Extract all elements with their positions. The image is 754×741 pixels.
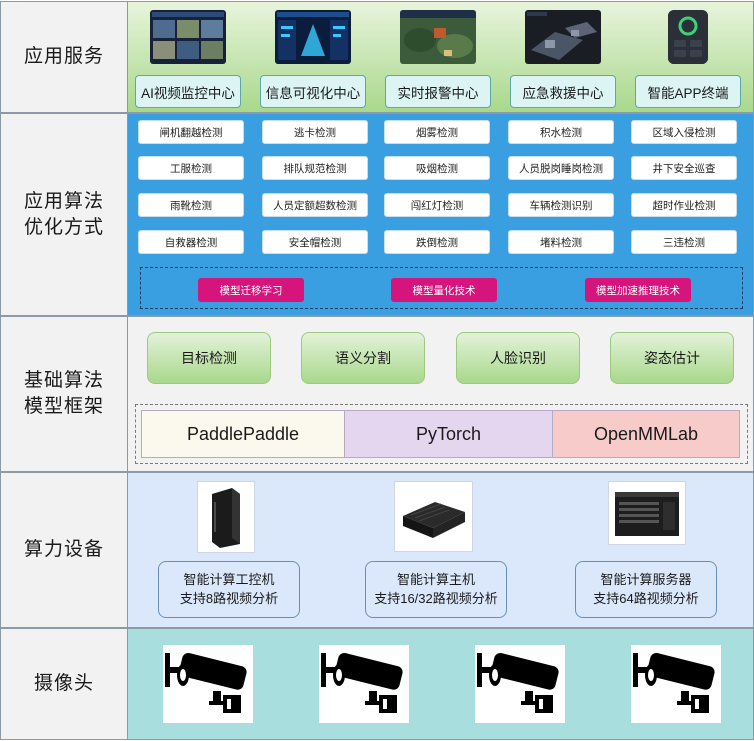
detection-item[interactable]: 安全帽检测 <box>262 230 368 254</box>
camera-icon <box>475 645 565 723</box>
detection-item[interactable]: 逃卡检测 <box>262 120 368 144</box>
optimization-button[interactable]: 模型迁移学习 <box>198 278 304 302</box>
service-button[interactable]: 实时报警中心 <box>385 75 491 108</box>
layer-label-base: 基础算法 模型框架 <box>1 317 128 471</box>
service-rescue[interactable]: 应急救援中心 <box>507 2 619 114</box>
device-industrial-pc[interactable]: 智能计算工控机 支持8路视频分析 <box>158 561 300 618</box>
detection-item[interactable]: 排队规范检测 <box>262 156 368 180</box>
optimization-methods-box: 模型迁移学习 模型量化技术 模型加速推理技术 <box>140 267 743 309</box>
optimization-button[interactable]: 模型量化技术 <box>391 278 497 302</box>
service-visualization[interactable]: 信息可视化中心 <box>257 2 369 114</box>
framework-openmmlab[interactable]: OpenMMLab <box>552 410 740 458</box>
detection-item[interactable]: 吸烟检测 <box>384 156 490 180</box>
detection-item[interactable]: 车辆检测识别 <box>508 193 614 217</box>
service-ai-video[interactable]: AI视频监控中心 <box>132 2 244 114</box>
optimization-button[interactable]: 模型加速推理技术 <box>585 278 691 302</box>
detection-item[interactable]: 跌倒检测 <box>384 230 490 254</box>
rescue-thumbnail <box>525 10 601 64</box>
layer-base-algorithms: 基础算法 模型框架 目标检测 语义分割 人脸识别 姿态估计 PaddlePadd… <box>0 316 754 472</box>
camera-icon <box>631 645 721 723</box>
detection-item[interactable]: 烟雾检测 <box>384 120 490 144</box>
layer-label-cameras: 摄像头 <box>1 629 128 739</box>
phone-app-thumbnail <box>668 10 708 64</box>
video-monitor-thumbnail <box>150 10 226 64</box>
dashboard-thumbnail <box>275 10 351 64</box>
service-alarm[interactable]: 实时报警中心 <box>382 2 494 114</box>
detection-item[interactable]: 闸机翻越检测 <box>138 120 244 144</box>
services-content: AI视频监控中心 信息可视化中心 <box>128 2 753 112</box>
framework-pytorch[interactable]: PyTorch <box>344 410 553 458</box>
detection-item[interactable]: 三违检测 <box>631 230 737 254</box>
base-algorithm-button[interactable]: 姿态估计 <box>610 332 734 384</box>
devices-content: 智能计算工控机 支持8路视频分析 智能计算主机 支持16/32路视频分析 智能计… <box>128 473 753 627</box>
base-algorithm-button[interactable]: 语义分割 <box>301 332 425 384</box>
detection-item[interactable]: 闯红灯检测 <box>384 193 490 217</box>
framework-paddlepaddle[interactable]: PaddlePaddle <box>141 410 345 458</box>
detection-item[interactable]: 积水检测 <box>508 120 614 144</box>
layer-application-algorithms: 应用算法 优化方式 模型迁移学习 模型量化技术 模型加速推理技术 闸机翻越检测逃… <box>0 113 754 316</box>
base-algorithm-button[interactable]: 人脸识别 <box>456 332 580 384</box>
base-content: 目标检测 语义分割 人脸识别 姿态估计 PaddlePaddle PyTorch… <box>128 317 753 471</box>
detection-item[interactable]: 区域入侵检测 <box>631 120 737 144</box>
service-button[interactable]: AI视频监控中心 <box>135 75 241 108</box>
device-server[interactable]: 智能计算服务器 支持64路视频分析 <box>575 561 717 618</box>
detection-item[interactable]: 堵料检测 <box>508 230 614 254</box>
compute-host-image <box>394 481 473 552</box>
detection-item[interactable]: 人员定额超数检测 <box>262 193 368 217</box>
layer-label-services: 应用服务 <box>1 2 128 112</box>
layer-label-devices: 算力设备 <box>1 473 128 627</box>
alarm-thumbnail <box>400 10 476 64</box>
layer-label-algorithms: 应用算法 优化方式 <box>1 114 128 315</box>
detection-item[interactable]: 超时作业检测 <box>631 193 737 217</box>
layer-compute-devices: 算力设备 <box>0 472 754 628</box>
device-compute-host[interactable]: 智能计算主机 支持16/32路视频分析 <box>365 561 507 618</box>
service-button[interactable]: 应急救援中心 <box>510 75 616 108</box>
detection-item[interactable]: 人员脱岗睡岗检测 <box>508 156 614 180</box>
service-app[interactable]: 智能APP终端 <box>632 2 744 114</box>
service-button[interactable]: 智能APP终端 <box>635 75 741 108</box>
service-button[interactable]: 信息可视化中心 <box>260 75 366 108</box>
server-image <box>608 481 686 545</box>
camera-icon <box>163 645 253 723</box>
industrial-pc-image <box>197 481 255 553</box>
framework-box: PaddlePaddle PyTorch OpenMMLab <box>135 404 748 464</box>
detection-item[interactable]: 自救器检测 <box>138 230 244 254</box>
layer-application-services: 应用服务 AI视频监控中心 <box>0 1 754 113</box>
detection-item[interactable]: 工服检测 <box>138 156 244 180</box>
base-algorithm-button[interactable]: 目标检测 <box>147 332 271 384</box>
cameras-content <box>128 629 753 739</box>
layer-cameras: 摄像头 <box>0 628 754 740</box>
camera-icon <box>319 645 409 723</box>
algorithms-content: 模型迁移学习 模型量化技术 模型加速推理技术 闸机翻越检测逃卡检测烟雾检测积水检… <box>128 114 753 315</box>
detection-item[interactable]: 井下安全巡查 <box>631 156 737 180</box>
detection-item[interactable]: 雨靴检测 <box>138 193 244 217</box>
